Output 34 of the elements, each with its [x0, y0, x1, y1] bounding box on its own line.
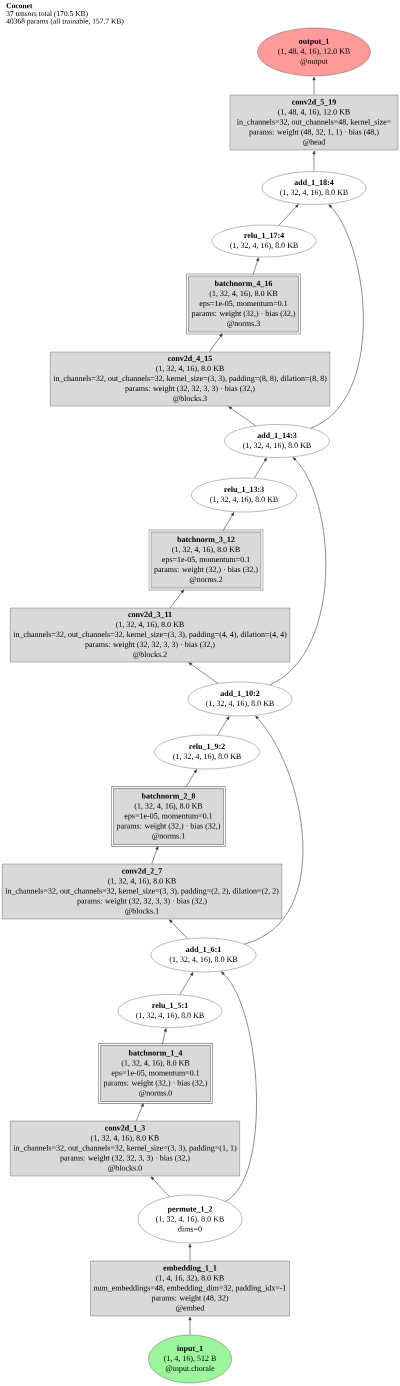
layer-box: conv2d_5_19 (1, 48, 4, 16), 12.0 KB in_channels=32, out_channels=48, kernel_size= params: weight (48, 32, 1, 1) · bias (48,) @head: [229, 94, 399, 151]
arrow: [278, 204, 299, 226]
batchnorm-box: batchnorm_1_4 (1, 32, 4, 16), 8.0 KB eps=1e-05, momentum=0.1 params: weight (32,) · bias (32,) @norms.0: [98, 1043, 213, 1104]
arrow: [244, 715, 304, 945]
arrow: [252, 257, 259, 276]
arrow: [188, 1316, 192, 1336]
arrow: [169, 919, 188, 939]
arrow: [170, 589, 185, 609]
arrow: [222, 512, 234, 532]
batchnorm-box: batchnorm_3_12 (1, 32, 4, 16), 8.0 KB eps=1e-05, momentum=0.1 params: weight (32,) · bias (32,) @norms.2: [148, 529, 264, 591]
arrow: [269, 457, 326, 686]
layer-box: conv2d_4_15 (1, 32, 4, 16), 8.0 KB in_channels=32, out_channels=32, kernel_size=(3, 3), padding=(8, 8), dilation=(8, 8) params: weight (32, 32, 3, 3) · bias (32,) @blocks.3: [50, 351, 330, 407]
arrow: [312, 76, 316, 96]
arrow: [150, 1176, 170, 1198]
layer-box: conv2d_3_11 (1, 32, 4, 16), 8.0 KB in_channels=32, out_channels=32, kernel_size=(3, 3), padding=(4, 4), dilation=(4, 4) params: weight (32, 32, 3, 3) · bias (32,) @blocks.2: [10, 607, 290, 663]
arrow: [221, 971, 257, 1202]
layer-box: conv2d_1_3 (1, 32, 4, 16), 8.0 KB in_channels=32, out_channels=32, kernel_size=(3, 3), padding=(1, 1) params: weight (32, 32, 3, 3) · bias (32,) @blocks.0: [10, 1120, 240, 1177]
arrow: [310, 204, 364, 429]
batchnorm-box: batchnorm_2_8 (1, 32, 4, 16), 8.0 KB eps=1e-05, momentum=0.1 params: weight (32,) · bias (32,) @norms.1: [111, 786, 226, 847]
arrow: [136, 1103, 144, 1122]
arrow: [162, 1028, 167, 1045]
arrow: [179, 972, 194, 995]
arrow: [209, 333, 223, 353]
layer-box: embedding_1_1 (1, 4, 16, 32), 8.0 KB num_embeddings=48, embedding_dim=32, padding_idx=-1 params: weight (48, 32) @embed: [90, 1260, 290, 1317]
arrow: [217, 716, 230, 736]
arrow: [254, 457, 267, 479]
arrow: [185, 769, 197, 788]
batchnorm-box: batchnorm_4_16 (1, 32, 4, 16), 8.0 KB eps=1e-05, momentum=0.1 params: weight (32,) · bias (32,) @norms.3: [186, 273, 301, 335]
arrow: [228, 406, 256, 427]
arrow: [188, 1243, 192, 1262]
arrow: [312, 150, 316, 172]
arrow: [151, 846, 159, 865]
arrow: [188, 662, 219, 684]
layer-box: conv2d_2_7 (1, 32, 4, 16), 8.0 KB in_channels=32, out_channels=32, kernel_size=(3, 3), padding=(2, 2), dilation=(2, 2) params: weight (32, 32, 3, 3) · bias (32,) @blocks.1: [2, 863, 282, 920]
